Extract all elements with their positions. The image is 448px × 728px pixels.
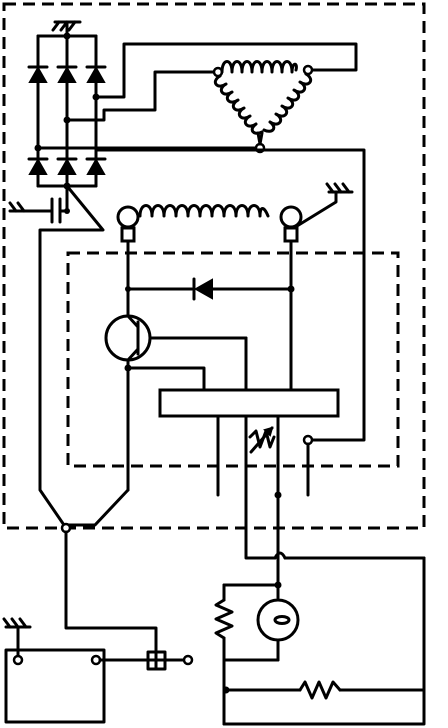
battery-box: [4, 648, 106, 724]
diode-icon: [27, 157, 49, 175]
stator-winding: [36, 42, 358, 154]
ground-icon: [2, 617, 32, 629]
main-trunk: [60, 488, 158, 652]
coil-icon: [220, 60, 298, 74]
ground-icon: [295, 182, 354, 228]
rotor-field: [116, 182, 354, 243]
diode-icon: [56, 157, 78, 175]
variable-resistor-icon: [248, 426, 276, 454]
diode-icon: [85, 157, 107, 175]
coil-icon: [213, 74, 264, 135]
brush-left: [116, 205, 140, 243]
rectifier-bridge: [27, 20, 107, 190]
resistor-icon: [224, 680, 426, 700]
b-plus-output: [94, 146, 366, 497]
lamp-icon: [256, 583, 300, 662]
ground-icon: [8, 201, 34, 213]
ground-icon: [51, 20, 82, 36]
diode-icon: [192, 277, 213, 301]
diode-icon: [85, 65, 107, 83]
diode-icon: [56, 65, 78, 83]
battery: [2, 617, 150, 724]
resistor-icon: [214, 583, 234, 662]
external-circuit: [214, 551, 426, 726]
alternator-housing-outline: [2, 2, 426, 530]
diode-icon: [27, 65, 49, 83]
regulator-internals: [104, 239, 340, 560]
regulator-housing-outline: [66, 251, 400, 468]
fuse-icon: [146, 650, 194, 671]
transistor-icon: [104, 314, 248, 362]
coil-icon: [138, 204, 270, 218]
regulator-ic-block: [158, 388, 340, 418]
coil-icon: [262, 72, 313, 133]
capacitor-icon: [8, 184, 105, 527]
